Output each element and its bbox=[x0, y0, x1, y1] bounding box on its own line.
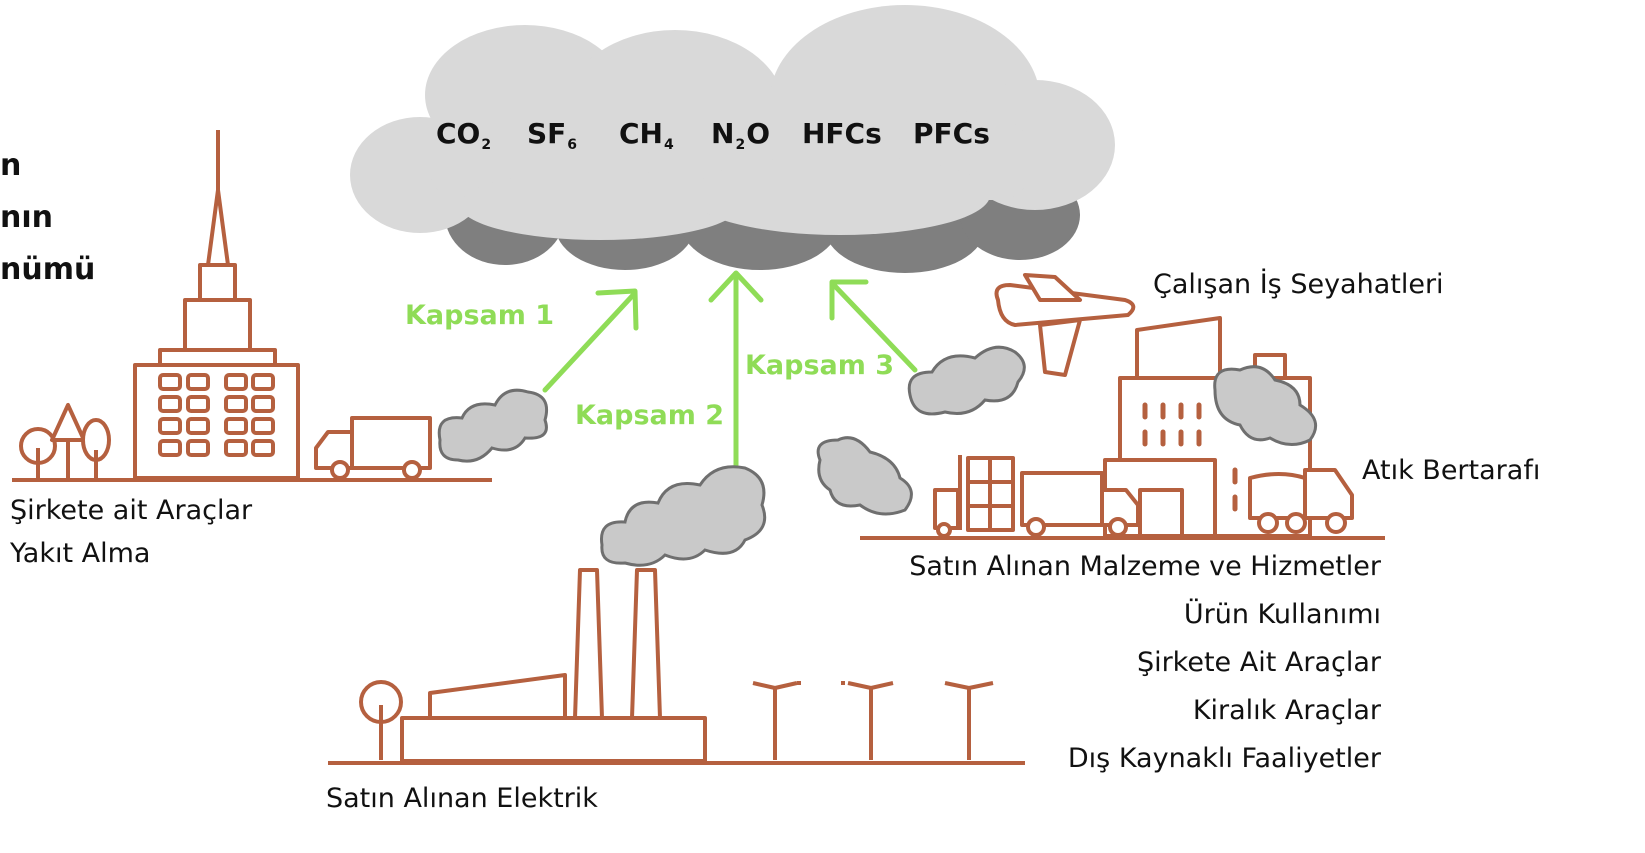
arrow-scope-3 bbox=[829, 279, 918, 373]
waste-disposal-caption: Atık Bertarafı bbox=[1362, 455, 1541, 486]
scope3-list-item: Dış Kaynaklı Faaliyetler bbox=[1067, 743, 1381, 774]
scope1-smoke bbox=[437, 388, 549, 463]
scope1-caption: Şirkete ait Araçlar bbox=[10, 495, 253, 526]
scope3-list-item: Kiralık Araçlar bbox=[1192, 695, 1381, 726]
title-fragment: nın bbox=[0, 200, 53, 235]
gas-n2o-label: N2O bbox=[711, 117, 770, 153]
scope-arrows bbox=[542, 270, 918, 468]
garbage-truck-icon bbox=[1248, 468, 1354, 534]
scope3-label: Kapsam 3 bbox=[745, 350, 895, 381]
trees-icon bbox=[19, 403, 111, 478]
business-travel-caption: Çalışan İş Seyahatleri bbox=[1153, 269, 1444, 300]
gas-pfcs-label: PFCs bbox=[913, 117, 990, 150]
forklift-icon bbox=[933, 455, 1015, 538]
cargo-truck-icon bbox=[1020, 471, 1140, 537]
airplane-icon bbox=[994, 273, 1136, 377]
scope3-list-item: Şirkete Ait Araçlar bbox=[1136, 647, 1381, 678]
arrow-scope-2 bbox=[708, 270, 764, 468]
gas-sf6-label: SF6 bbox=[527, 117, 578, 153]
scope2-label: Kapsam 2 bbox=[575, 400, 725, 431]
delivery-truck-icon bbox=[314, 416, 432, 480]
title-fragment: nümü bbox=[0, 252, 96, 287]
scope3-smoke bbox=[816, 345, 1318, 516]
gas-co2-label: CO2 bbox=[436, 117, 492, 153]
scope2-scene bbox=[328, 568, 1025, 765]
scope2-caption: Satın Alınan Elektrik bbox=[326, 783, 598, 814]
title-fragment: n bbox=[0, 148, 22, 183]
gas-hfcs-label: HFCs bbox=[802, 117, 882, 150]
greenhouse-gas-cloud bbox=[350, 5, 1115, 273]
gas-ch4-label: CH4 bbox=[619, 117, 674, 153]
scope3-list-item: Ürün Kullanımı bbox=[1183, 599, 1381, 630]
scope1-caption: Yakıt Alma bbox=[10, 538, 151, 569]
scope1-scene bbox=[12, 130, 492, 482]
scope2-smoke bbox=[599, 465, 767, 567]
scope1-label: Kapsam 1 bbox=[405, 300, 555, 331]
power-lines-icon bbox=[752, 681, 994, 760]
arrow-scope-1 bbox=[542, 288, 639, 393]
power-plant-icon bbox=[359, 568, 707, 763]
scope3-list-item: Satın Alınan Malzeme ve Hizmetler bbox=[909, 551, 1381, 582]
skyscraper-icon bbox=[133, 130, 300, 480]
